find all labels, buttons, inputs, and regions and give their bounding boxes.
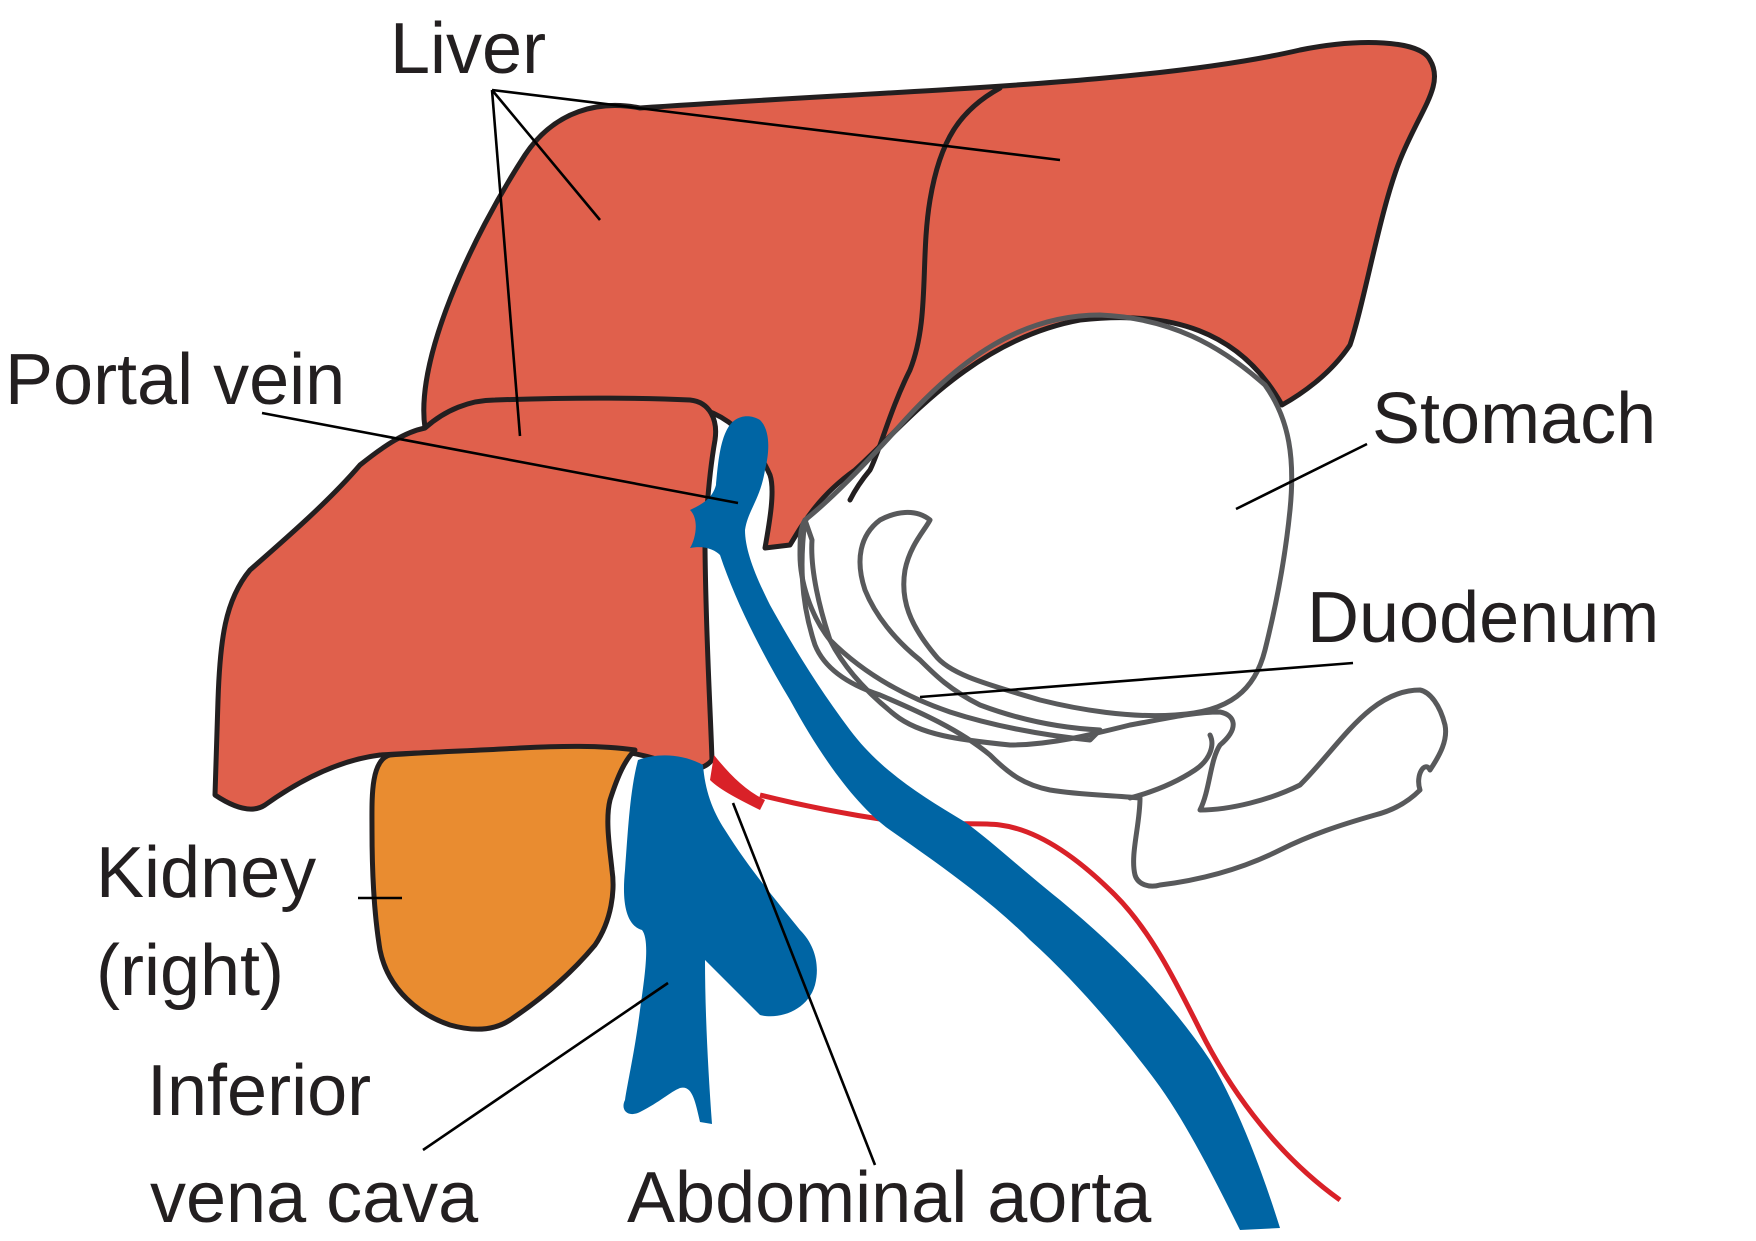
artery-branch <box>759 792 1342 1203</box>
leader-duodenum <box>919 661 1354 699</box>
duodenum-shape <box>799 517 1449 889</box>
label-stomach: Stomach <box>1372 379 1656 459</box>
label-kidney-line1: Kidney <box>96 833 316 913</box>
label-kidney-line2: (right) <box>96 931 284 1011</box>
label-liver: Liver <box>390 9 546 89</box>
liver-lobe-divider <box>847 85 1003 503</box>
leader-liver-1 <box>490 89 522 437</box>
label-abdominal-aorta: Abdominal aorta <box>627 1158 1152 1238</box>
leader-ivc <box>422 981 669 1152</box>
aorta-stub <box>710 755 765 810</box>
label-duodenum: Duodenum <box>1307 578 1659 658</box>
label-ivc-line2: vena cava <box>150 1158 479 1238</box>
kidney-shape <box>369 743 638 1032</box>
leader-aorta <box>731 802 877 1166</box>
stomach-shape <box>797 312 1295 743</box>
leader-liver-3 <box>491 88 1061 162</box>
duodenum-fold <box>1127 732 1215 801</box>
vena-cava-shape <box>623 755 817 1124</box>
label-portal-vein: Portal vein <box>5 340 345 420</box>
leader-portal-vein <box>261 411 739 505</box>
portal-vein-shape <box>690 416 1280 1230</box>
leader-liver-2 <box>491 89 601 221</box>
label-ivc-line1: Inferior <box>147 1051 371 1131</box>
liver-right-lobe <box>212 395 719 812</box>
leader-stomach <box>1235 442 1368 511</box>
